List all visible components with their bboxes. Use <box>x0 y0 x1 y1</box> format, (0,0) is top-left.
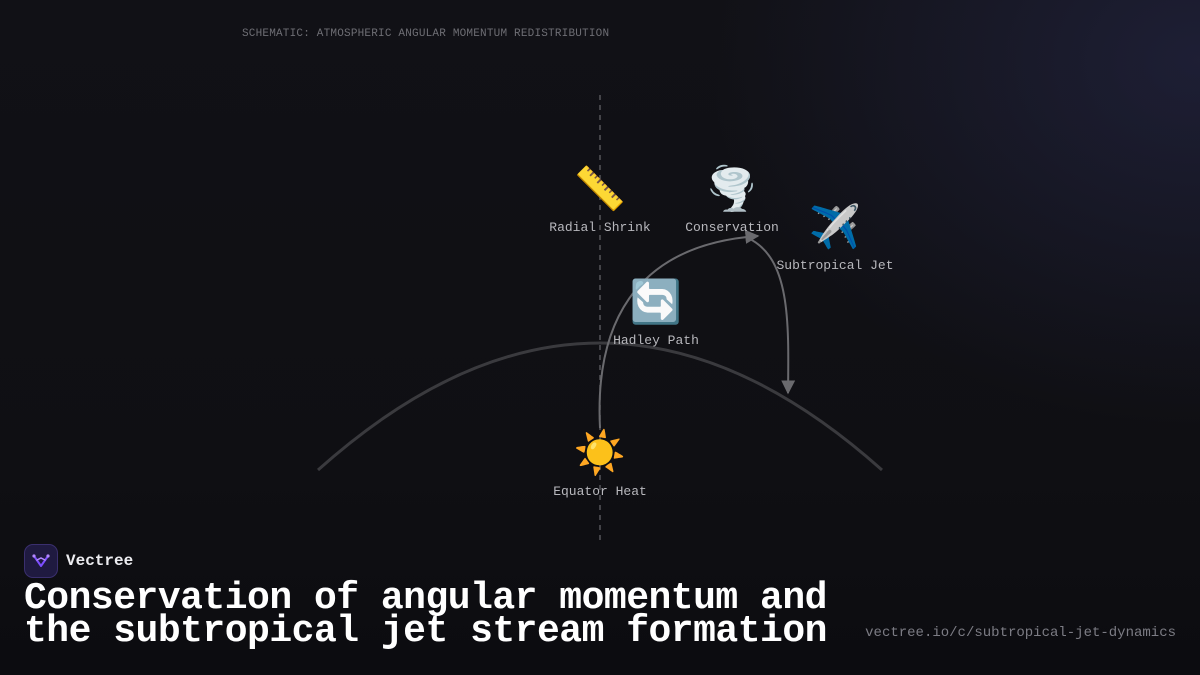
ruler-icon: 📏 <box>573 164 627 213</box>
title-line-2: the subtropical jet stream formation <box>24 610 827 653</box>
node-label: Subtropical Jet <box>776 258 894 273</box>
node-equator-heat: ☀️ Equator Heat <box>500 428 700 500</box>
node-label: Radial Shrink <box>549 220 651 235</box>
brand: Vectree <box>24 544 133 578</box>
vectree-logo-icon <box>24 544 58 578</box>
tornado-icon: 🌪️ <box>705 164 759 213</box>
schematic-caption: SCHEMATIC: ATMOSPHERIC ANGULAR MOMENTUM … <box>242 28 610 40</box>
hadley-flow-arrow <box>598 229 760 429</box>
node-conservation: 🌪️ Conservation <box>632 164 832 236</box>
source-url: vectree.io/c/subtropical-jet-dynamics <box>865 625 1176 641</box>
node-label: Hadley Path <box>613 333 699 348</box>
descent-flow-arrow <box>747 237 796 395</box>
earth-surface-arc <box>317 341 883 472</box>
node-subtropical-jet: ✈️ Subtropical Jet <box>735 202 935 274</box>
node-label: Equator Heat <box>553 484 647 499</box>
node-radial-shrink: 📏 Radial Shrink <box>500 164 700 236</box>
page-title: Conservation of angular momentum and the… <box>24 577 827 653</box>
title-line-1: Conservation of angular momentum and <box>24 577 827 620</box>
node-label: Conservation <box>685 220 779 235</box>
node-hadley-path: 🔄 Hadley Path <box>556 277 756 349</box>
vectree-logo-mark <box>32 554 50 567</box>
sun-icon: ☀️ <box>573 428 627 477</box>
airplane-icon: ✈️ <box>808 202 862 251</box>
brand-name: Vectree <box>66 552 134 570</box>
cycle-arrows-icon: 🔄 <box>629 277 683 326</box>
